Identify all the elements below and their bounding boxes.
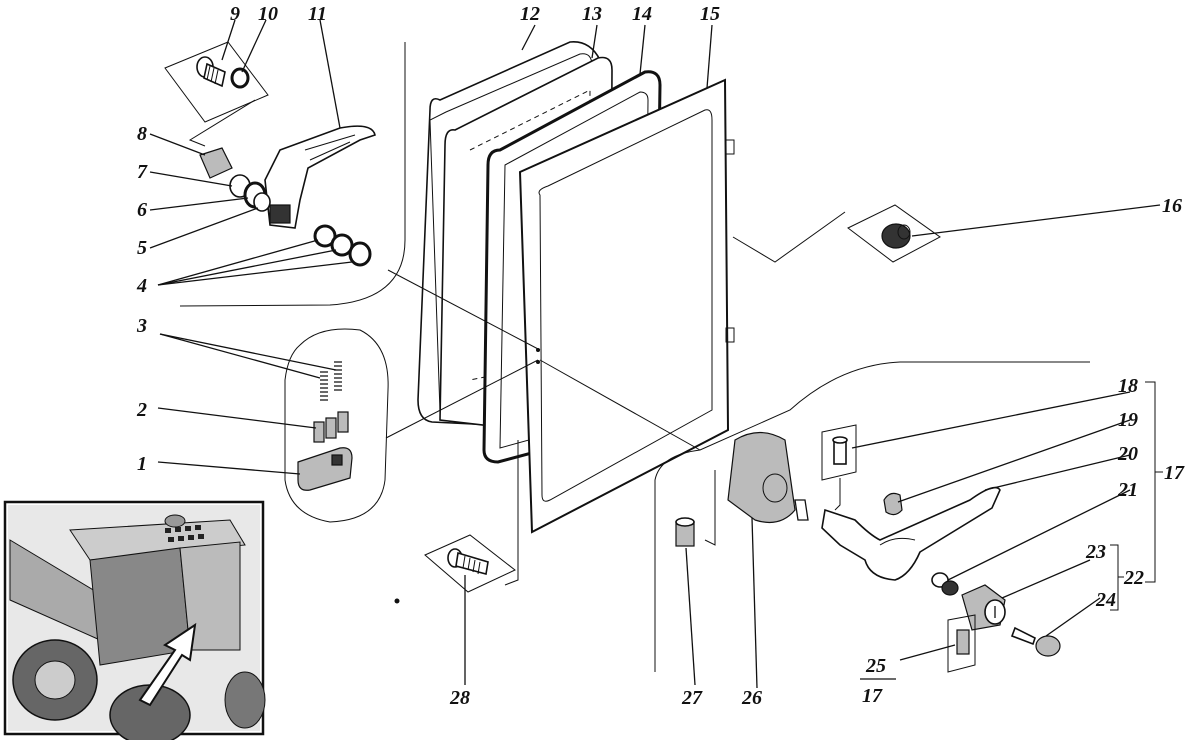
detail-box-9-10 [164,41,269,123]
callout-11: 11 [308,3,327,25]
inset-vehicle-illustration [3,500,266,740]
callout-12: 12 [520,3,540,25]
callout-leaders [149,19,1161,689]
callout-1: 1 [137,453,147,475]
callout-23: 23 [1085,541,1106,563]
part-21-tumbler [931,572,959,596]
callout-28: 28 [449,687,470,709]
callout-16: 16 [1162,195,1182,217]
callout-24: 24 [1095,589,1116,611]
callout-7: 7 [137,161,148,183]
part-16-grommet [881,223,911,249]
part-5-washer [253,192,271,212]
callout-9: 9 [230,3,240,25]
callout-4: 4 [136,275,147,297]
callout-22: 22 [1123,567,1144,589]
assembly-leader-lines [385,211,846,451]
part-9-screw [196,56,226,88]
callout-18: 18 [1118,375,1138,397]
boundary-lines [179,42,1090,672]
callout-19: 19 [1118,409,1138,431]
callout-20: 20 [1117,443,1138,465]
callout-21: 21 [1117,479,1138,501]
callout-3: 3 [136,315,147,337]
part-2-lock-pins [313,411,349,443]
detail-outline-1-3 [284,328,389,523]
part-20-exterior-handle [794,486,1001,581]
door-frame-assembly [417,41,735,534]
callout-26: 26 [741,687,762,709]
part-23-lock-cylinder [961,584,1006,631]
callout-13: 13 [582,3,602,25]
part-10-lock-washer [230,67,250,89]
callout-labels: 1 2 3 4 5 6 7 8 9 10 11 12 13 14 15 16 1… [136,3,1185,709]
callout-25-denominator: 17 [862,685,883,707]
callout-5: 5 [137,237,147,259]
part-25-pin [947,614,976,673]
part-26-handle-cup [727,431,796,523]
lock-detail-group [284,328,389,523]
part-8-latch-block [199,147,233,179]
part-15-door-frame [518,78,730,534]
part-4-washer-b [330,233,354,257]
part-19-detent [883,492,903,516]
part-24-key [1010,626,1061,657]
callout-8: 8 [137,123,147,145]
callout-27: 27 [681,687,703,709]
bracket-22 [1110,544,1124,611]
part-4-washer-c [348,241,372,267]
callout-25-numerator: 25 [865,655,886,677]
part-16-grommet-group [847,204,941,263]
part-28-screw-group [424,534,516,593]
part-11-latch-handle [264,125,376,229]
callout-14: 14 [632,3,652,25]
bracket-17 [1145,381,1163,583]
part-3-springs [320,361,342,401]
scan-dot [394,598,400,604]
part-1-lock-body [297,447,353,491]
part-27-bushing [675,517,695,547]
inner-latch-group [164,41,376,267]
exterior-handle-group [675,381,1163,673]
callout-2: 2 [136,399,147,421]
callout-15: 15 [700,3,720,25]
part-18-pin [821,424,857,481]
callout-6: 6 [137,199,147,221]
callout-17: 17 [1164,462,1185,484]
callout-10: 10 [258,3,278,25]
